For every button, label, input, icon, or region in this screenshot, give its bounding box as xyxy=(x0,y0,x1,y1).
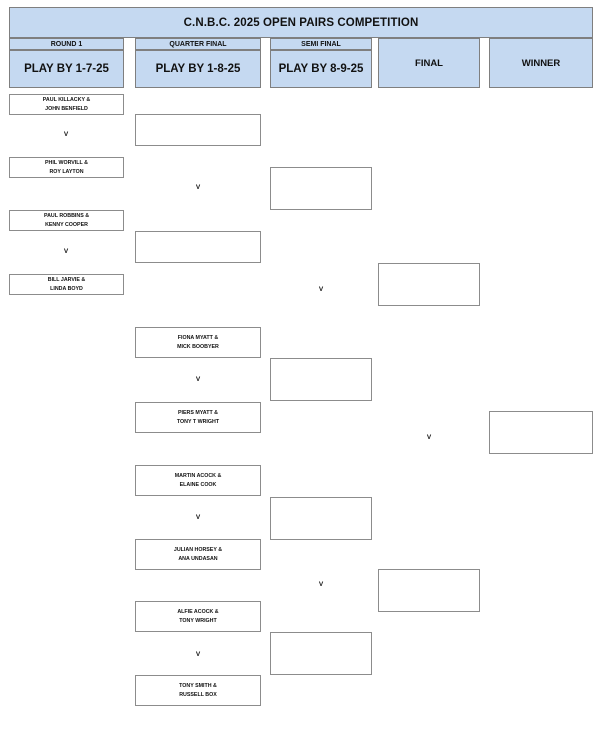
quarter-final-versus-1: V xyxy=(195,184,201,191)
quarter-final-versus-3: V xyxy=(195,514,201,521)
semi-final-slot-2 xyxy=(270,358,372,401)
pair-line-2: RUSSELL BOX xyxy=(179,691,217,698)
round1-pair-2: PHIL WORVILL & ROY LAYTON xyxy=(9,157,124,178)
pair-line-1: FIONA MYATT & xyxy=(177,334,219,341)
quarter-final-pair-6: TONY SMITH & RUSSELL BOX xyxy=(135,675,261,706)
pair-line-2: KENNY COOPER xyxy=(45,221,88,228)
final-slot-2 xyxy=(378,569,480,612)
pair-line-2: MICK BOOBYER xyxy=(177,343,219,350)
round1-versus-2: V xyxy=(63,248,69,255)
pair-line-2: TONY T WRIGHT xyxy=(176,418,220,425)
quarter-final-slot-1 xyxy=(135,114,261,146)
quarter-final-pair-3: MARTIN ACOCK & ELAINE COOK xyxy=(135,465,261,496)
pair-line-2: ANA UNDASAN xyxy=(178,555,218,562)
quarter-final-pair-2: PIERS MYATT & TONY T WRIGHT xyxy=(135,402,261,433)
round1-header: ROUND 1 xyxy=(9,38,124,50)
pair-line-1: PAUL ROBBINS & xyxy=(43,212,90,219)
pair-line-2: LINDA BOYD xyxy=(50,285,83,292)
pair-line-1: PHIL WORVILL & xyxy=(45,159,88,166)
round1-pair-1: PAUL KILLACKY & JOHN BENFIELD xyxy=(9,94,124,115)
final-header: FINAL xyxy=(378,38,480,88)
pair-line-2: ELAINE COOK xyxy=(179,481,217,488)
quarter-final-slot-2 xyxy=(135,231,261,263)
competition-title: C.N.B.C. 2025 OPEN PAIRS COMPETITION xyxy=(9,7,593,38)
pair-line-1: TONY SMITH & xyxy=(179,682,217,689)
quarter-final-pair-1: FIONA MYATT & MICK BOOBYER xyxy=(135,327,261,358)
quarter-final-play-by: PLAY BY 1-8-25 xyxy=(135,50,261,88)
pair-line-1: MARTIN ACOCK & xyxy=(174,472,222,479)
pair-line-1: BILL JARVIE & xyxy=(47,276,86,283)
quarter-final-pair-5: ALFIE ACOCK & TONY WRIGHT xyxy=(135,601,261,632)
pair-line-1: PIERS MYATT & xyxy=(177,409,219,416)
semi-final-slot-1 xyxy=(270,167,372,210)
semi-final-versus-2: V xyxy=(318,581,324,588)
pair-line-1: PAUL KILLACKY & xyxy=(42,96,91,103)
round1-play-by: PLAY BY 1-7-25 xyxy=(9,50,124,88)
winner-header: WINNER xyxy=(489,38,593,88)
quarter-final-versus-4: V xyxy=(195,651,201,658)
final-slot-1 xyxy=(378,263,480,306)
pair-line-2: TONY WRIGHT xyxy=(179,617,217,624)
round1-pair-4: BILL JARVIE & LINDA BOYD xyxy=(9,274,124,295)
round1-versus-1: V xyxy=(63,131,69,138)
quarter-final-versus-2: V xyxy=(195,376,201,383)
semi-final-versus-1: V xyxy=(318,286,324,293)
pair-line-2: ROY LAYTON xyxy=(49,168,84,175)
pair-line-1: JULIAN HORSEY & xyxy=(173,546,223,553)
round1-pair-3: PAUL ROBBINS & KENNY COOPER xyxy=(9,210,124,231)
quarter-final-pair-4: JULIAN HORSEY & ANA UNDASAN xyxy=(135,539,261,570)
semi-final-play-by: PLAY BY 8-9-25 xyxy=(270,50,372,88)
final-versus: V xyxy=(426,434,432,441)
pair-line-1: ALFIE ACOCK & xyxy=(177,608,219,615)
pair-line-2: JOHN BENFIELD xyxy=(45,105,88,112)
winner-slot xyxy=(489,411,593,454)
semi-final-slot-4 xyxy=(270,632,372,675)
quarter-final-header: QUARTER FINAL xyxy=(135,38,261,50)
semi-final-header: SEMI FINAL xyxy=(270,38,372,50)
semi-final-slot-3 xyxy=(270,497,372,540)
